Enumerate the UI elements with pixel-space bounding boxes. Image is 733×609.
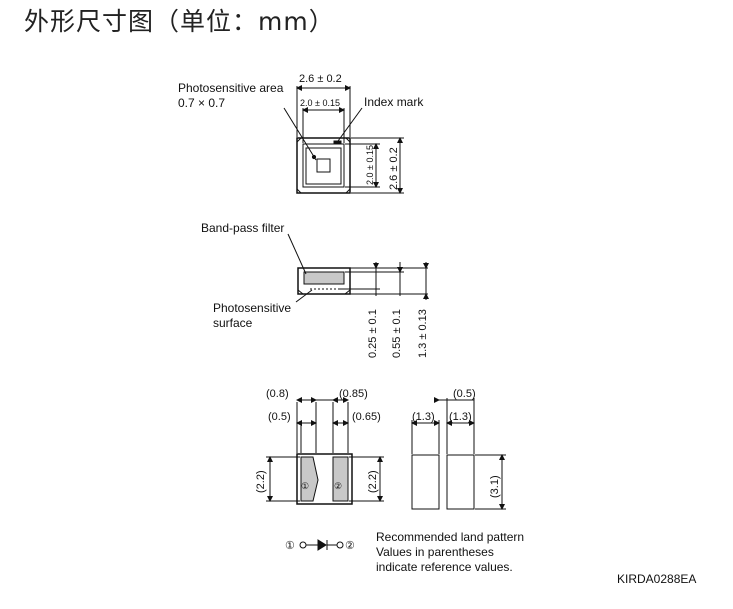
package-outline (296, 137, 351, 194)
land-dim-3-1: (3.1) (489, 475, 501, 498)
dim-outer-width: 2.6 ± 0.2 (299, 73, 342, 85)
legend-pin-2: ② (345, 540, 355, 552)
label-photosensitive-surface-1: Photosensitive (213, 301, 291, 315)
label-band-pass-filter: Band-pass filter (201, 221, 284, 235)
pad-1 (300, 456, 319, 502)
package-frame (302, 143, 345, 188)
side-view (287, 233, 429, 303)
index-mark (333, 140, 342, 145)
dim-2-2-right: (2.2) (367, 470, 379, 493)
legend-pin-1: ① (285, 540, 295, 552)
bottom-view (266, 397, 384, 505)
pin-2-label: ② (334, 481, 342, 491)
top-view (283, 85, 404, 194)
land-pattern (411, 397, 506, 510)
dim-inner-height: 2.0 ± 0.15 (365, 145, 375, 185)
bottom-package (296, 453, 353, 505)
page-title: 外形尺寸图（单位：mm） (24, 7, 335, 36)
side-package (297, 267, 351, 295)
band-pass-filter (303, 271, 345, 285)
label-area-size: 0.7 × 0.7 (178, 96, 225, 110)
dim-2-2-left: (2.2) (255, 470, 267, 493)
photosensitive-area (316, 158, 331, 173)
label-photosensitive-surface-2: surface (213, 316, 253, 330)
note-line-3: indicate reference values. (376, 560, 513, 574)
dim-inner-width: 2.0 ± 0.15 (300, 98, 340, 108)
inner-window (305, 147, 342, 185)
land-pad-left (411, 454, 440, 510)
diode-symbol (299, 539, 344, 551)
note-line-2: Values in parentheses (376, 545, 494, 559)
land-dim-1-3-a: (1.3) (412, 411, 435, 423)
doc-code: KIRDA0288EA (617, 572, 696, 586)
dim-0-85: (0.85) (339, 388, 368, 400)
note-line-1: Recommended land pattern (376, 530, 524, 544)
dim-thickness-c: 1.3 ± 0.13 (417, 309, 429, 358)
label-photosensitive-area: Photosensitive area (178, 81, 284, 95)
dim-thickness-b: 0.55 ± 0.1 (391, 309, 403, 358)
dim-outer-height: 2.6 ± 0.2 (388, 147, 400, 190)
land-dim-0-5: (0.5) (453, 388, 476, 400)
dim-0-8: (0.8) (266, 388, 289, 400)
dim-0-5: (0.5) (268, 411, 291, 423)
land-pad-right (446, 454, 475, 510)
pad-2 (332, 456, 349, 502)
label-index-mark: Index mark (364, 95, 424, 109)
dim-thickness-a: 0.25 ± 0.1 (367, 309, 379, 358)
pin-1-label: ① (301, 481, 309, 491)
dim-0-65: (0.65) (352, 411, 381, 423)
land-dim-1-3-b: (1.3) (449, 411, 472, 423)
